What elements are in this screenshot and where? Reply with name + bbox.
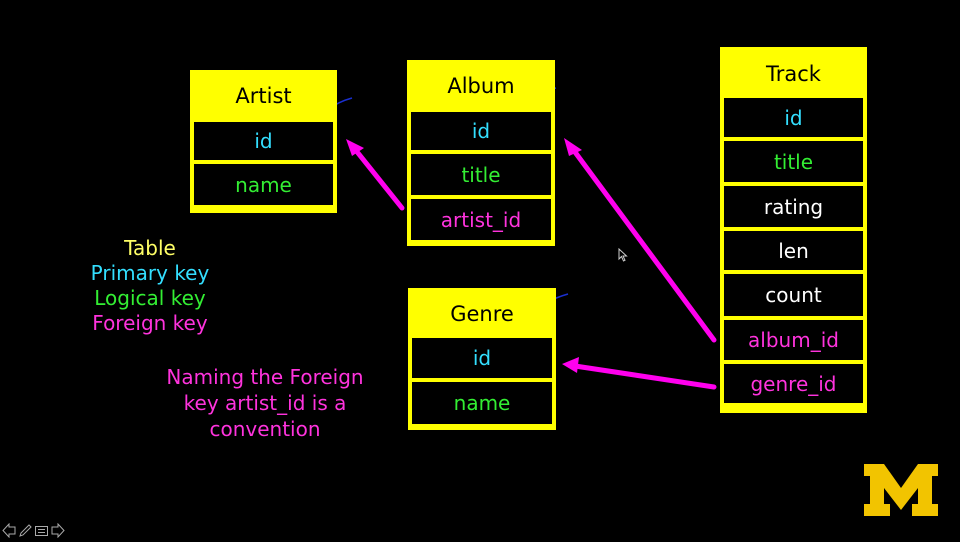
album-id-field: id [411, 112, 551, 150]
track-table: Track id title rating len count album_id… [720, 47, 867, 413]
block-m-logo [864, 464, 938, 516]
slides-icon[interactable] [34, 523, 49, 538]
legend-logical-key: Logical key [94, 286, 206, 310]
slide-nav-controls [2, 522, 65, 539]
color-legend: Table Primary key Logical key Foreign ke… [60, 236, 240, 336]
genre-id-field: id [412, 338, 552, 378]
arrow-album-to-artist [351, 145, 405, 211]
arrow-track-to-album [569, 145, 717, 343]
arrowhead-artist [346, 139, 364, 156]
album-title-field: title [411, 154, 551, 195]
note-line-3: convention [209, 417, 321, 441]
album-artist-id-field: artist_id [411, 199, 551, 240]
track-title-field: title [724, 141, 863, 182]
album-table-name: Album [447, 74, 515, 98]
track-album-id-field: album_id [724, 320, 863, 360]
pen-icon[interactable] [18, 523, 33, 538]
album-table: Album id title artist_id [407, 60, 555, 246]
genre-table-name: Genre [450, 302, 514, 326]
artist-table-name: Artist [235, 84, 292, 108]
legend-primary-key: Primary key [90, 261, 210, 285]
arrowhead-genre [562, 357, 579, 373]
arrow-track-to-genre [572, 363, 717, 390]
naming-convention-note: Naming the Foreign key artist_id is a co… [150, 364, 380, 442]
track-table-name: Track [766, 62, 821, 86]
artist-table: Artist id name [190, 70, 337, 213]
track-genre-id-field: genre_id [724, 364, 863, 403]
track-len-field: len [724, 231, 863, 270]
artist-name-field: name [194, 164, 333, 205]
legend-table: Table [124, 236, 176, 260]
legend-foreign-key: Foreign key [92, 311, 208, 335]
note-line-1: Naming the Foreign [166, 365, 364, 389]
artist-id-field: id [194, 122, 333, 160]
track-count-field: count [724, 274, 863, 316]
track-rating-field: rating [724, 186, 863, 227]
mouse-cursor-icon [618, 248, 628, 262]
genre-table: Genre id name [408, 288, 556, 430]
genre-name-field: name [412, 382, 552, 424]
arrowhead-album [564, 138, 582, 156]
nav-back-icon[interactable] [2, 522, 17, 539]
nav-forward-icon[interactable] [50, 522, 65, 539]
note-line-2: key artist_id is a [183, 391, 347, 415]
track-id-field: id [724, 98, 863, 137]
